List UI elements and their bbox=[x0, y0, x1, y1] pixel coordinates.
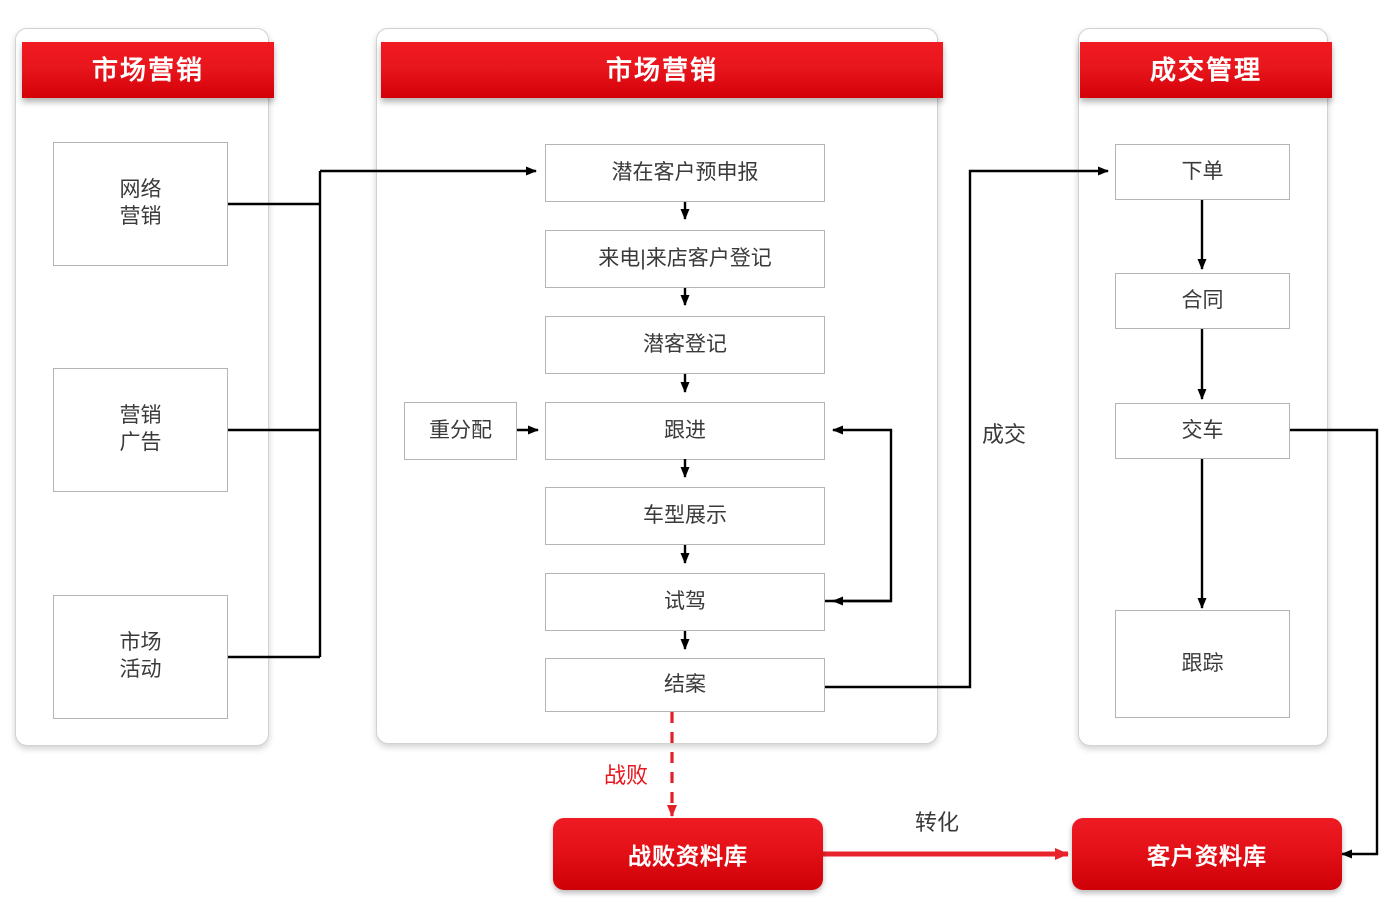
node-market-events[interactable]: 市场 活动 bbox=[53, 595, 228, 719]
node-follow-up[interactable]: 跟进 bbox=[545, 402, 825, 460]
node-prospect-registration[interactable]: 潜客登记 bbox=[545, 316, 825, 374]
node-place-order[interactable]: 下单 bbox=[1115, 144, 1290, 200]
node-lost-database[interactable]: 战败资料库 bbox=[553, 818, 823, 890]
lane-panel-marketing-process bbox=[376, 28, 938, 744]
node-model-display[interactable]: 车型展示 bbox=[545, 487, 825, 545]
lane-header-marketing-sources: 市场营销 bbox=[22, 42, 274, 98]
edge-label-conversion: 转化 bbox=[915, 810, 960, 835]
node-customer-database[interactable]: 客户资料库 bbox=[1072, 818, 1342, 890]
lane-header-deal-management: 成交管理 bbox=[1080, 42, 1332, 98]
edge-label-lost: 战败 bbox=[604, 763, 649, 788]
node-reassign[interactable]: 重分配 bbox=[404, 402, 517, 460]
node-prospect-pre-declaration[interactable]: 潜在客户预申报 bbox=[545, 144, 825, 202]
lane-header-marketing-process: 市场营销 bbox=[381, 42, 943, 98]
edge-label-deal: 成交 bbox=[982, 422, 1027, 447]
node-contract[interactable]: 合同 bbox=[1115, 273, 1290, 329]
node-delivery[interactable]: 交车 bbox=[1115, 403, 1290, 459]
node-marketing-ads[interactable]: 营销 广告 bbox=[53, 368, 228, 492]
node-call-visit-registration[interactable]: 来电|来店客户登记 bbox=[545, 230, 825, 288]
node-tracking[interactable]: 跟踪 bbox=[1115, 610, 1290, 718]
node-test-drive[interactable]: 试驾 bbox=[545, 573, 825, 631]
node-online-marketing[interactable]: 网络 营销 bbox=[53, 142, 228, 266]
node-case-close[interactable]: 结案 bbox=[545, 658, 825, 712]
